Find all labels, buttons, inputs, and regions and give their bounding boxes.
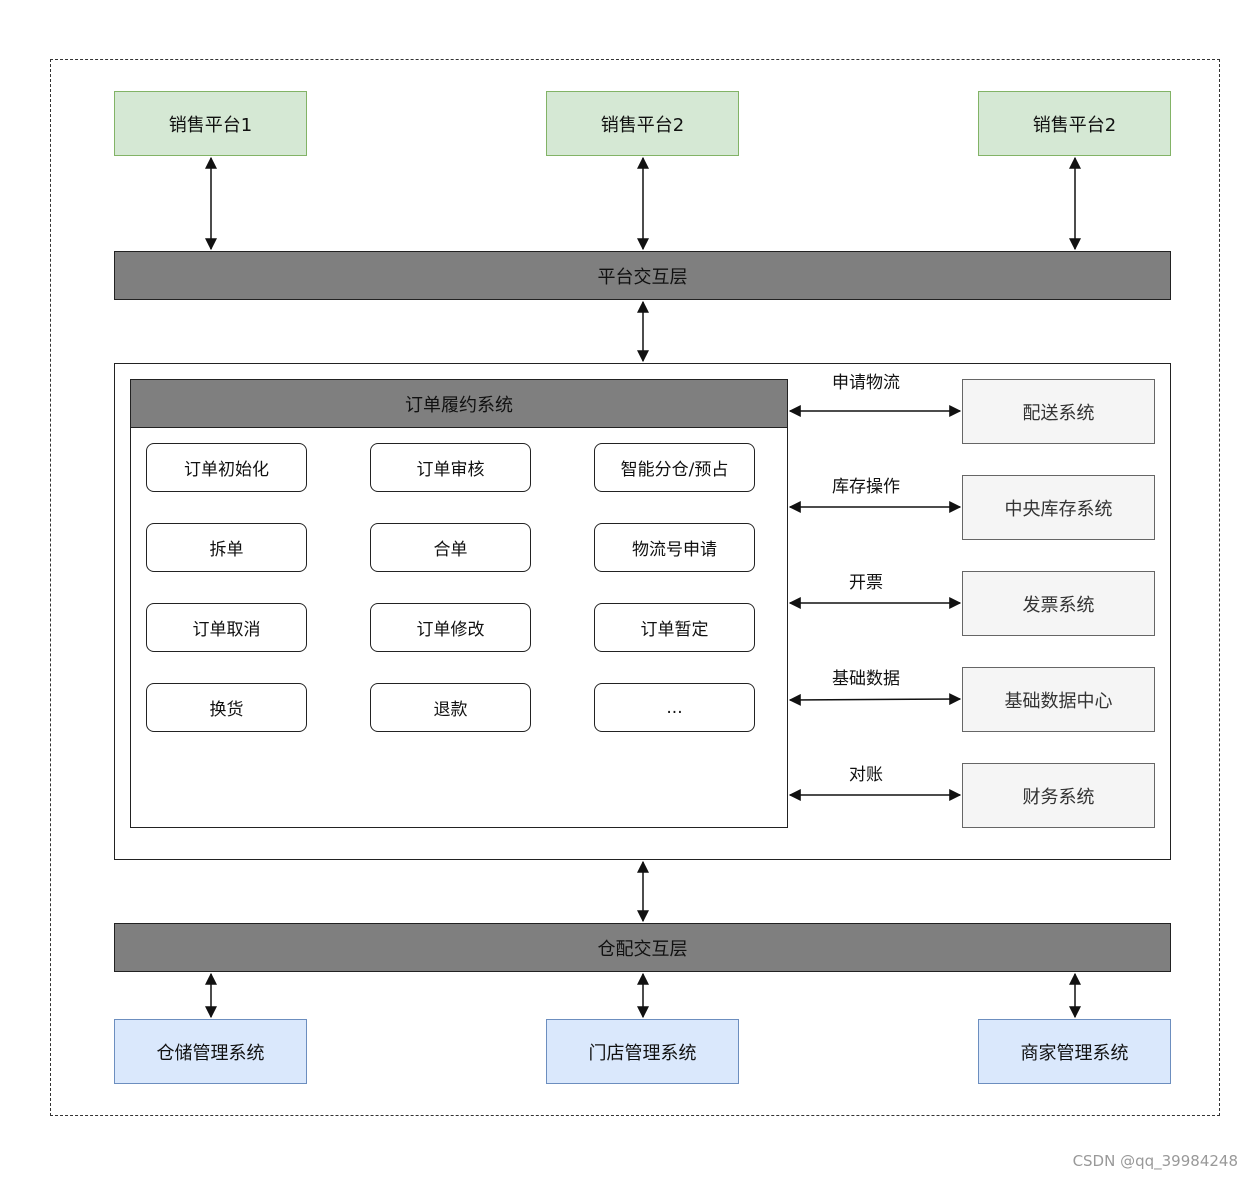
- function-label: 订单修改: [416, 620, 485, 640]
- platform-box-1: 销售平台1: [114, 91, 307, 156]
- external-system-box: 配送系统: [962, 379, 1155, 444]
- function-box: 退款: [370, 683, 531, 732]
- function-box: 订单修改: [370, 603, 531, 652]
- external-system-box: 中央库存系统: [962, 475, 1155, 540]
- warehouse-interaction-layer: 仓配交互层: [114, 923, 1171, 972]
- function-label: 拆单: [209, 540, 244, 560]
- function-box: 拆单: [146, 523, 307, 572]
- bottom-system-box-3: 商家管理系统: [978, 1019, 1171, 1084]
- edge-label: 基础数据: [832, 669, 900, 689]
- layer-label: 平台交互层: [597, 266, 688, 288]
- external-system-label: 发票系统: [1022, 594, 1095, 616]
- external-system-label: 基础数据中心: [1004, 690, 1113, 712]
- diagram-boundary: [50, 59, 1220, 1116]
- function-box: 换货: [146, 683, 307, 732]
- platform-label: 销售平台2: [1032, 114, 1117, 136]
- watermark: CSDN @qq_39984248: [1072, 1152, 1238, 1170]
- function-box: 订单审核: [370, 443, 531, 492]
- external-arrow-4: [788, 693, 962, 706]
- platform-label: 销售平台1: [168, 114, 253, 136]
- edge-label: 对账: [849, 765, 883, 785]
- function-label: 订单初始化: [184, 460, 269, 480]
- function-box: 智能分仓/预占: [594, 443, 755, 492]
- edge-label: 申请物流: [832, 373, 900, 393]
- bottom-system-box-2: 门店管理系统: [546, 1019, 739, 1084]
- function-box: 订单暂定: [594, 603, 755, 652]
- function-label: 订单取消: [192, 620, 261, 640]
- order-system-title: 订单履约系统: [405, 394, 513, 416]
- function-label: 订单暂定: [640, 620, 709, 640]
- platform-box-2: 销售平台2: [546, 91, 739, 156]
- function-box: 合单: [370, 523, 531, 572]
- function-label: 订单审核: [416, 460, 485, 480]
- function-label: 退款: [433, 700, 468, 720]
- external-system-label: 配送系统: [1022, 402, 1095, 424]
- bottom-system-box-1: 仓储管理系统: [114, 1019, 307, 1084]
- platform-box-3: 销售平台2: [978, 91, 1171, 156]
- external-system-box: 发票系统: [962, 571, 1155, 636]
- platform-label: 销售平台2: [600, 114, 685, 136]
- external-system-label: 财务系统: [1022, 786, 1095, 808]
- external-system-box: 财务系统: [962, 763, 1155, 828]
- function-box: 物流号申请: [594, 523, 755, 572]
- function-box: ...: [594, 683, 755, 732]
- external-system-label: 中央库存系统: [1004, 498, 1113, 520]
- function-label: 换货: [209, 700, 244, 720]
- platform-interaction-layer: 平台交互层: [114, 251, 1171, 300]
- function-label: 物流号申请: [632, 540, 717, 560]
- function-box: 订单初始化: [146, 443, 307, 492]
- function-box: 订单取消: [146, 603, 307, 652]
- function-label: ...: [666, 697, 683, 718]
- function-label: 智能分仓/预占: [620, 460, 729, 480]
- bottom-system-label: 仓储管理系统: [156, 1042, 265, 1064]
- edge-label: 开票: [849, 573, 883, 593]
- bottom-system-label: 商家管理系统: [1020, 1042, 1129, 1064]
- layer-label: 仓配交互层: [597, 938, 688, 960]
- order-system-header: 订单履约系统: [131, 380, 787, 428]
- function-label: 合单: [433, 540, 468, 560]
- bottom-system-label: 门店管理系统: [588, 1042, 697, 1064]
- edge-label: 库存操作: [832, 477, 900, 497]
- external-system-box: 基础数据中心: [962, 667, 1155, 732]
